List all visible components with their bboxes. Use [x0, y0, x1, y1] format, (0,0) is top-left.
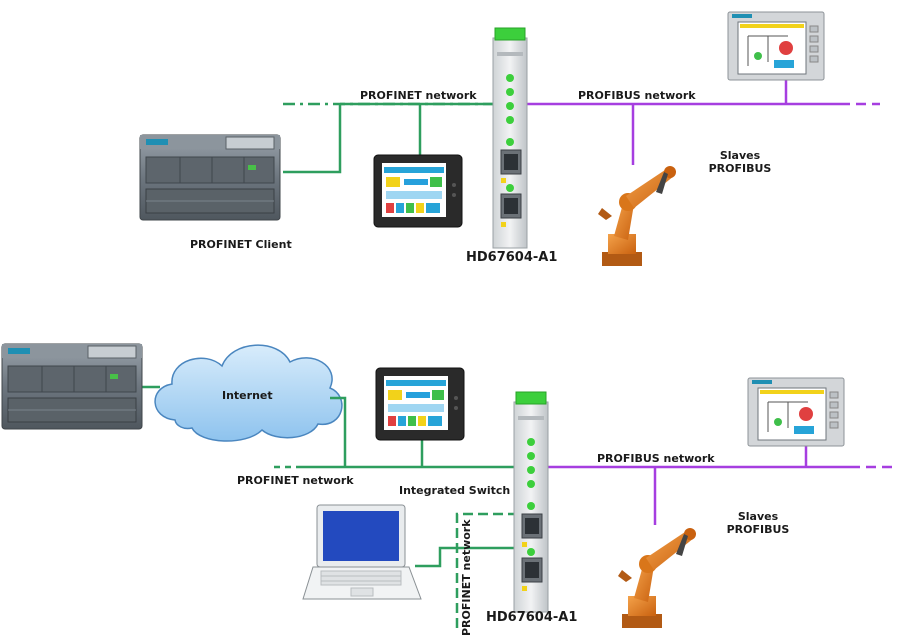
- bottom-gateway-label: HD67604-A1: [486, 610, 578, 625]
- top-gateway-label: HD67604-A1: [466, 250, 558, 265]
- plc-icon: [139, 134, 281, 221]
- bottom-profibus-network-label: PROFIBUS network: [597, 452, 715, 465]
- bottom-slaves-line1: Slaves: [737, 510, 779, 523]
- siemens-panel-icon: [727, 11, 825, 81]
- gateway-icon: [492, 27, 528, 249]
- top-profibus-network-label: PROFIBUS network: [578, 89, 696, 102]
- bottom-internet-label: Internet: [222, 389, 273, 402]
- bottom-profinet-vertical-line: [455, 512, 518, 632]
- bottom-slaves-line2: PROFIBUS: [726, 523, 790, 536]
- plc-icon-bottom: [1, 343, 143, 430]
- laptop-icon: [302, 504, 422, 600]
- bottom-integrated-switch-label: Integrated Switch: [399, 484, 511, 497]
- hmi-panel-icon-bottom: [375, 367, 465, 441]
- bottom-profinet-network-label: PROFINET network: [237, 474, 354, 487]
- top-profinet-branch-plc: [283, 104, 342, 174]
- siemens-panel-icon-bottom: [747, 377, 845, 447]
- top-slaves-label: Slaves PROFIBUS: [700, 149, 780, 175]
- bottom-link-laptop: [415, 546, 518, 568]
- top-profinet-client-label: PROFINET Client: [190, 238, 292, 251]
- cloud-icon: [154, 344, 343, 442]
- robot-arm-icon-bottom: [618, 528, 696, 628]
- bottom-link-cloud-network: [330, 396, 347, 467]
- top-profinet-network-label: PROFINET network: [360, 89, 477, 102]
- bottom-profinet-network-vertical-label: PROFINET network: [460, 519, 473, 636]
- robot-arm-icon: [598, 166, 676, 266]
- top-slaves-line1: Slaves: [719, 149, 761, 162]
- gateway-icon-bottom: [513, 391, 549, 613]
- top-slaves-line2: PROFIBUS: [708, 162, 772, 175]
- bottom-slaves-label: Slaves PROFIBUS: [718, 510, 798, 536]
- hmi-panel-icon: [373, 154, 463, 228]
